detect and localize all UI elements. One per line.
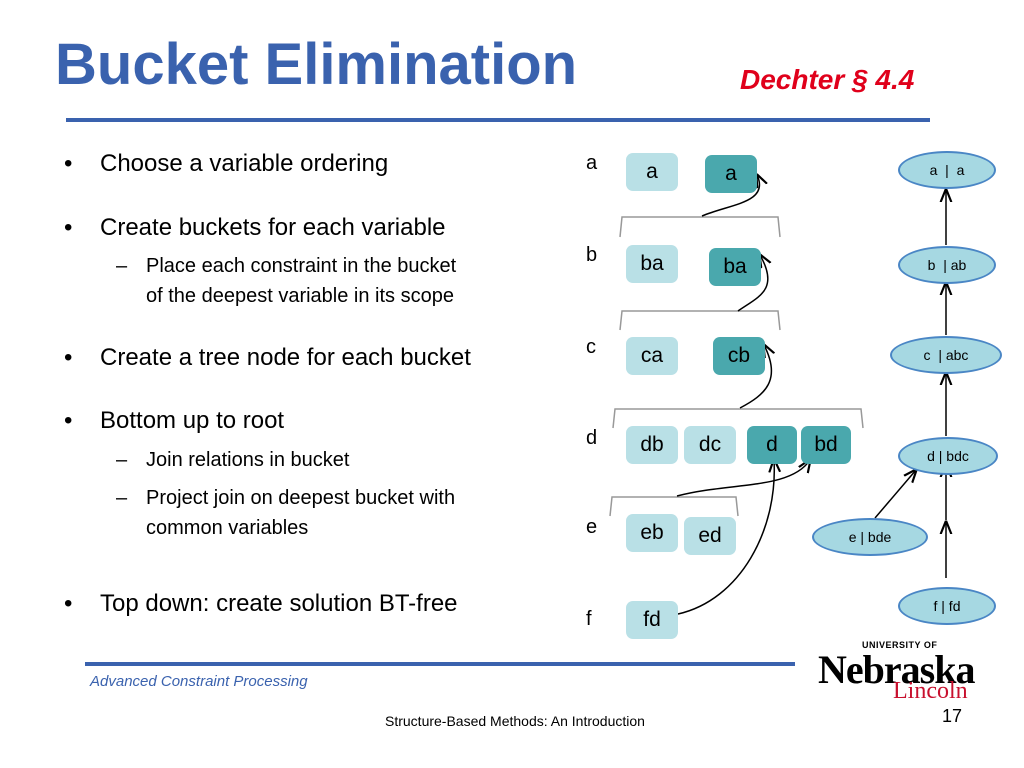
- bucket-label-d: d: [586, 427, 598, 449]
- bullet-item: • Choose a variable ordering: [64, 150, 389, 177]
- logo-university-text: UNIVERSITY OF: [862, 640, 938, 650]
- bucket-e-constraint: eb: [626, 514, 678, 552]
- tree-node-a: a | a: [898, 151, 996, 189]
- bullet-icon: •: [64, 344, 73, 371]
- bullet-icon: •: [64, 590, 73, 617]
- bucket-b-constraint: ba: [626, 245, 678, 283]
- bucket-label-e: e: [586, 516, 598, 538]
- tree-node-d: d | bdc: [898, 437, 998, 475]
- sub-bullet-continuation: of the deepest variable in its scope: [146, 285, 454, 307]
- dash-icon: –: [116, 255, 128, 277]
- bucket-arrows: [676, 175, 810, 615]
- footer-topic: Structure-Based Methods: An Introduction: [385, 713, 645, 729]
- bucket-label-c: c: [586, 336, 596, 358]
- bullet-item: • Top down: create solution BT-free: [64, 590, 458, 617]
- bullet-item: • Bottom up to root: [64, 407, 285, 434]
- bucket-d-constraint: dc: [684, 426, 736, 464]
- bucket-d-constraint: db: [626, 426, 678, 464]
- dash-icon: –: [116, 449, 128, 471]
- title-divider: [66, 118, 930, 122]
- bucket-a-message: a: [705, 155, 757, 193]
- bucket-b-message: ba: [709, 248, 761, 286]
- sub-bullet-item: – Place each constraint in the bucket: [116, 252, 456, 280]
- dash-icon: –: [116, 487, 128, 509]
- reference-citation: Dechter § 4.4: [740, 64, 915, 95]
- tree-node-e: e | bde: [812, 518, 928, 556]
- sub-bullet-item: – Project join on deepest bucket with: [116, 484, 455, 512]
- bullet-item: • Create a tree node for each bucket: [64, 344, 471, 371]
- tree-node-f: f | fd: [898, 587, 996, 625]
- bucket-label-b: b: [586, 244, 598, 266]
- bucket-label-a: a: [586, 152, 598, 174]
- bucket-label-f: f: [586, 608, 592, 630]
- bucket-brackets: [609, 216, 864, 517]
- sub-bullet-continuation: common variables: [146, 517, 309, 539]
- bucket-e-constraint: ed: [684, 517, 736, 555]
- bucket-f-constraint: fd: [626, 601, 678, 639]
- bucket-d-message: bd: [801, 426, 851, 464]
- logo-name: Nebraska: [818, 647, 975, 692]
- tree-edges: [874, 190, 946, 578]
- bucket-c-message: cb: [713, 337, 765, 375]
- sub-bullet-item: – Join relations in bucket: [116, 446, 349, 474]
- bucket-c-constraint: ca: [626, 337, 678, 375]
- tree-node-b: b | ab: [898, 246, 996, 284]
- page-number: 17: [942, 706, 963, 726]
- tree-node-c: c | abc: [890, 336, 1002, 374]
- bullet-icon: •: [64, 214, 73, 241]
- bucket-d-message: d: [747, 426, 797, 464]
- slide-title: Bucket Elimination: [55, 32, 578, 97]
- bullet-icon: •: [64, 150, 73, 177]
- bucket-a-constraint: a: [626, 153, 678, 191]
- footer-divider: [85, 662, 795, 666]
- bullet-item: • Create buckets for each variable: [64, 214, 446, 241]
- footer-course-name: Advanced Constraint Processing: [90, 673, 308, 690]
- logo-campus: Lincoln: [893, 678, 968, 704]
- bullet-icon: •: [64, 407, 73, 434]
